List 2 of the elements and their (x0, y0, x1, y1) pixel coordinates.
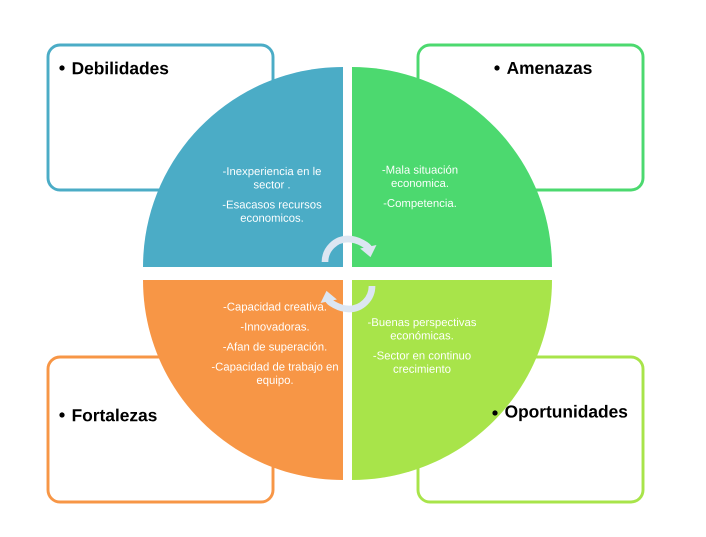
cycle-arrow (320, 286, 376, 312)
cycle-arrow (322, 236, 376, 262)
